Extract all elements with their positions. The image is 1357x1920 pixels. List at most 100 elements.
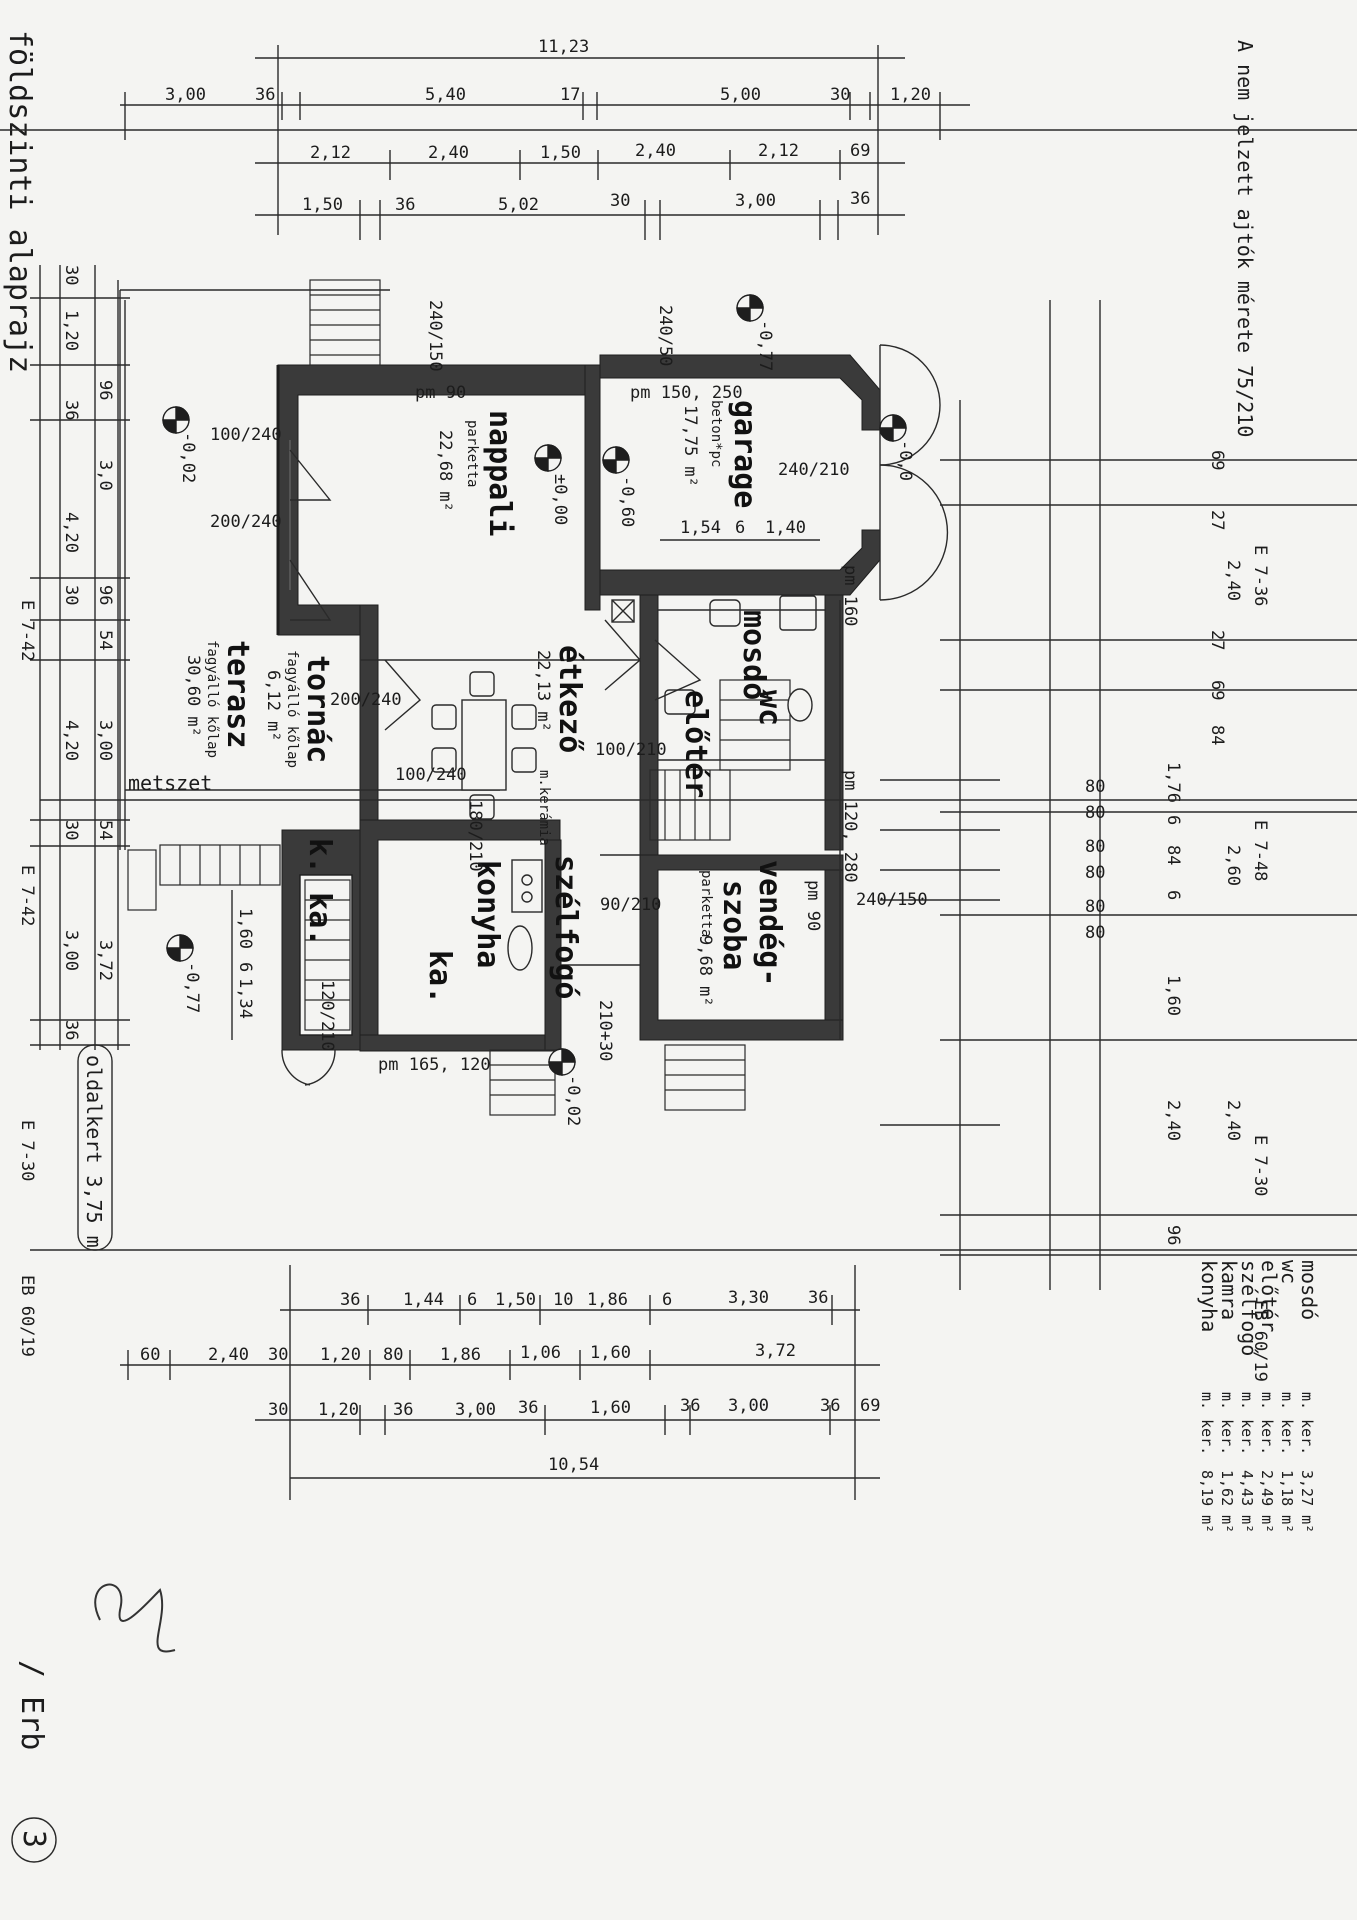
level-terrace: -0,02 [178,432,198,483]
legend-room: konyha [1197,1260,1221,1332]
dim-bottom: 80 [383,1345,403,1365]
room-vendeg-area: 9,68 m² [695,935,715,1007]
opening-label: 200/240 [330,690,402,710]
room-garage-area: 17,75 m² [680,405,700,487]
dim-bottom: 1,86 [587,1290,628,1310]
dim-bottom: 69 [860,1396,880,1416]
dim-top: 5,02 [498,195,539,215]
room-garage-floor: beton*pc [708,400,724,467]
dim-left: 30 [61,585,81,605]
door-size-note: A nem jelzett ajtók mérete 75/210 [1233,40,1257,437]
opening-label: pm 160 [840,565,860,626]
dim-right: 2,60 [1223,845,1243,886]
dim-right: 80 [1085,777,1105,797]
room-etkezo-floor: m.kerámia [536,770,552,846]
legend-floor: m. ker. [1218,1392,1236,1455]
dim-bottom: 3,00 [455,1400,496,1420]
opening-label: pm 90 [803,880,823,931]
dim-overall-top: 11,23 [538,37,589,57]
room-etkezo-area: 22,13 m² [533,650,553,732]
dim-top: 1,50 [540,143,581,163]
dim-inner: 1,34 [235,978,255,1019]
dim-right: 69 [1207,680,1227,700]
dim-bottom: 1,44 [403,1290,444,1310]
legend-area: 1,62 m² [1218,1470,1236,1533]
dim-left: 4,20 [61,512,81,553]
side-garden-label: oldalkert 3,75 m [82,1055,106,1248]
dim-bottom: 2,40 [208,1345,249,1365]
opening-label: 120/210 [317,980,337,1052]
opening-label: 240/210 [778,460,850,480]
dim-top: 1,20 [890,85,931,105]
room-garage: garage [727,400,762,508]
room-nappali: nappali [482,410,517,536]
opening-label: 90/210 [600,895,661,915]
opening-label: 240/150 [856,890,928,910]
room-terasz: terasz [220,640,255,748]
dim-top: 3,00 [735,191,776,211]
opening-labels: 100/240 200/240 200/240 100/240 240/210 … [210,300,928,1075]
dim-top: 2,40 [635,141,676,161]
dim-right: 80 [1085,837,1105,857]
legend-floor: m. ker. [1258,1392,1276,1455]
room-kamra-1: k. ka. [302,838,337,946]
dim-right: 69 [1207,450,1227,470]
dim-right: 1,76 [1163,762,1183,803]
room-mosdo: mosdó [736,610,771,700]
legend-area: 2,49 m² [1258,1470,1276,1533]
dim-bottom: 36 [820,1396,840,1416]
legend-room: szélfogó [1237,1260,1261,1356]
dim-top: 69 [850,141,870,161]
dim-right: 2,40 [1163,1100,1183,1141]
dim-left: 4,20 [61,720,81,761]
dim-left: 3,72 [95,940,115,981]
level-nappali: ±0,00 [550,474,570,525]
room-vendeg-szoba: szoba [716,880,751,970]
opening-label: 100/240 [210,425,282,445]
dim-inner: 1,40 [765,518,806,538]
dim-bottom: 6 [467,1290,477,1310]
dim-right-mark: EB 60/19 [1250,1300,1270,1382]
dim-right: 80 [1085,923,1105,943]
dim-bottom: 30 [268,1345,288,1365]
dim-top: 2,12 [758,141,799,161]
dim-left: 96 [95,585,115,605]
dim-right: 84 [1163,845,1183,865]
dim-inner: 6 [735,518,745,538]
legend-area: 8,19 m² [1198,1470,1216,1533]
opening-label: pm 165, 120 [378,1055,491,1075]
dim-right: 27 [1207,510,1227,530]
sheet-code: / Erb [14,1660,49,1750]
room-wc: wc [752,690,787,726]
dim-left: 3,00 [61,930,81,971]
room-kamra-2: ka. [422,950,457,1004]
dim-top: 5,40 [425,85,466,105]
dim-right: 80 [1085,897,1105,917]
opening-label: 240/150 [425,300,445,372]
legend-room: előtér [1257,1260,1281,1332]
legend-floor: m. ker. [1278,1392,1296,1455]
dim-bottom: 1,50 [495,1290,536,1310]
dim-right: 1,60 [1163,975,1183,1016]
dim-right: 84 [1207,725,1227,745]
stairs [127,279,791,1116]
level-door: -0,0 [895,440,915,481]
dim-left-mark: EB 60/19 [17,1275,37,1357]
room-tornac: tornác [300,655,335,763]
dim-top: 3,00 [165,85,206,105]
dim-bottom: 30 [268,1400,288,1420]
dim-bottom: 36 [518,1398,538,1418]
dim-bottom: 1,20 [320,1345,361,1365]
opening-label: pm 120, 280 [840,770,860,883]
dim-left: 54 [95,630,115,650]
dim-left: 30 [61,820,81,840]
inner-dimensions: 1,54 6 1,40 1,60 6 1,34 [231,518,820,1040]
legend-area: 1,18 m² [1278,1470,1296,1533]
dim-right: 2,40 [1223,1100,1243,1141]
dim-bottom: 1,60 [590,1343,631,1363]
room-finish-legend: mosdó wc előtér szélfogó kamra konyha m.… [1197,1260,1321,1533]
opening-label: pm 150, 250 [630,383,743,403]
dim-right: 2,40 [1223,560,1243,601]
room-eloter: előtér [678,690,713,798]
